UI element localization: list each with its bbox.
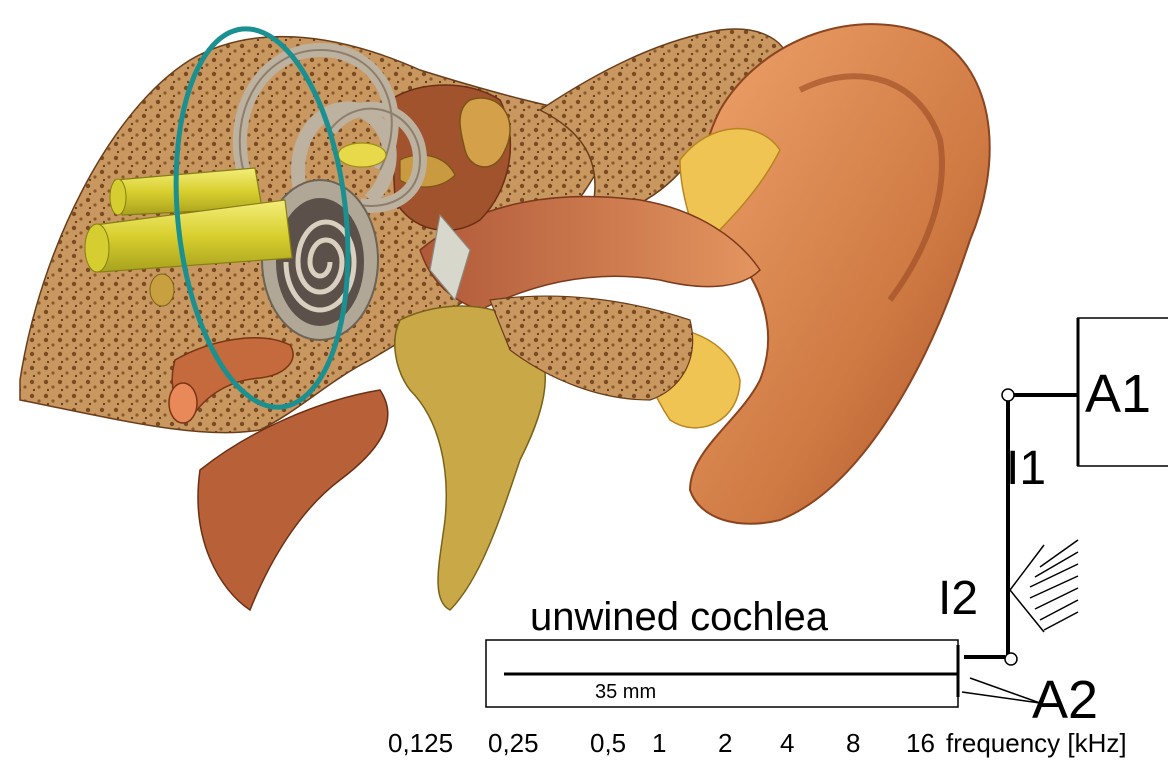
frequency-tick-label: 4 bbox=[780, 728, 794, 758]
frequency-tick-label: 16 bbox=[906, 728, 935, 758]
frequency-tick-label: 0,5 bbox=[590, 728, 626, 758]
artery-opening bbox=[169, 383, 197, 423]
label-a1: A1 bbox=[1085, 364, 1151, 424]
label-a2: A2 bbox=[1032, 670, 1098, 730]
vestibule-yellow bbox=[338, 143, 386, 167]
label-i1: I1 bbox=[1006, 442, 1046, 495]
frequency-tick-label: 0,125 bbox=[388, 728, 453, 758]
frequency-tick-label: 1 bbox=[652, 728, 666, 758]
frequency-tick-label: 8 bbox=[846, 728, 860, 758]
junction-a1 bbox=[1002, 389, 1014, 401]
ear-anatomy-illustration bbox=[20, 20, 990, 610]
frequency-axis-unit: frequency [kHz] bbox=[946, 728, 1127, 758]
length-label: 35 mm bbox=[595, 681, 656, 703]
ground-symbol bbox=[1010, 540, 1078, 632]
a2-pointer bbox=[962, 678, 1040, 703]
label-i2: I2 bbox=[938, 572, 978, 625]
cochlea-title: unwined cochlea bbox=[530, 595, 829, 639]
small-nerve-root bbox=[150, 274, 174, 306]
frequency-tick-label: 0,25 bbox=[488, 728, 539, 758]
frequency-axis: 0,125 0,25 0,5 1 2 4 8 16 bbox=[388, 728, 935, 758]
frequency-tick-label: 2 bbox=[718, 728, 732, 758]
junction-a2 bbox=[1005, 653, 1017, 665]
